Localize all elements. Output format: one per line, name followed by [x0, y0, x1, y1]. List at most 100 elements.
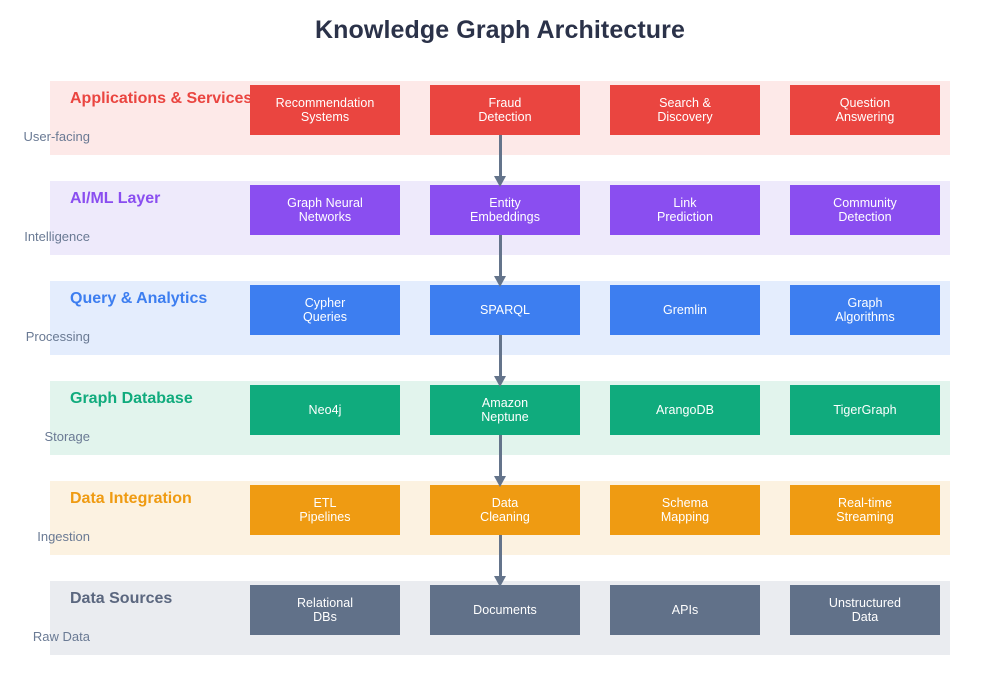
node-label-line: Community — [833, 196, 897, 210]
node-label-line: DBs — [313, 610, 337, 624]
node-label: SPARQL — [480, 303, 530, 317]
node-label-line: Detection — [478, 110, 532, 124]
node-label-line: SPARQL — [479, 303, 531, 317]
node-label-line: Unstructured — [828, 596, 902, 610]
layer-title-ai-ml-layer: AI/ML Layer — [70, 190, 161, 207]
node-label-line: Cleaning — [480, 510, 530, 524]
node-label-line: Cypher — [304, 296, 346, 310]
node-label-line: Real-time — [838, 496, 892, 510]
node-label-line: Recommendation — [275, 96, 375, 110]
arrow-shaft — [498, 135, 502, 177]
node-label-line: Systems — [300, 110, 350, 124]
node-label-line: Relational — [296, 596, 354, 610]
node-label-line: Graph — [847, 296, 883, 310]
layer-title-data-integration: Data Integration — [70, 490, 192, 507]
arrow-head-icon — [493, 476, 506, 487]
node-graph-database-0[interactable]: Neo4j — [250, 385, 400, 435]
arrow-shaft — [498, 435, 502, 477]
arrow-shaft — [498, 235, 502, 277]
node-label-line: Embeddings — [470, 210, 540, 224]
node-label: APIs — [672, 603, 699, 617]
page-title: Knowledge Graph Architecture — [315, 16, 685, 44]
node-label-line: Mapping — [660, 510, 710, 524]
node-label-line: Entity — [489, 196, 521, 210]
node-query-analytics-1[interactable]: SPARQL — [430, 285, 580, 335]
node-graph-database-2[interactable]: ArangoDB — [610, 385, 760, 435]
layer-title-applications-services: Applications & Services — [70, 90, 253, 107]
arrow-ai-ml-layer-to-query-analytics — [493, 235, 506, 287]
node-label-line: ETL — [313, 496, 337, 510]
arrow-data-integration-to-data-sources — [493, 535, 506, 587]
node-label-line: Discovery — [657, 110, 713, 124]
node-label-line: Search & — [659, 96, 711, 110]
layer-title-query-analytics: Query & Analytics — [70, 290, 208, 307]
layer-title-data-sources: Data Sources — [70, 590, 173, 607]
node-label: Search &Discovery — [657, 96, 712, 124]
node-label: Gremlin — [663, 303, 707, 317]
node-label-line: Networks — [298, 210, 352, 224]
node-graph-database-3[interactable]: TigerGraph — [790, 385, 940, 435]
arrow-applications-services-to-ai-ml-layer — [493, 135, 506, 187]
node-label-line: Queries — [302, 310, 348, 324]
arrow-shaft — [498, 335, 502, 377]
node-label-line: TigerGraph — [833, 403, 897, 417]
node-label-line: Data — [851, 610, 879, 624]
node-data-sources-2[interactable]: APIs — [610, 585, 760, 635]
node-label: ArangoDB — [656, 403, 714, 417]
node-label-line: Link — [673, 196, 697, 210]
node-label-line: Streaming — [836, 510, 894, 524]
arrow-query-analytics-to-graph-database — [493, 335, 506, 387]
node-label-line: Data — [491, 496, 519, 510]
node-label-line: Gremlin — [662, 303, 708, 317]
node-label-line: Neptune — [481, 410, 529, 424]
node-label-line: Graph Neural — [287, 196, 363, 210]
node-label-line: Prediction — [656, 210, 714, 224]
node-label-line: Documents — [473, 603, 537, 617]
node-label-line: Algorithms — [835, 310, 895, 324]
arrow-shaft — [498, 535, 502, 577]
arrow-head-icon — [493, 376, 506, 387]
node-query-analytics-2[interactable]: Gremlin — [610, 285, 760, 335]
node-label-line: Amazon — [481, 396, 529, 410]
layer-side-label-graph-database: Storage — [44, 429, 90, 444]
arrow-graph-database-to-data-integration — [493, 435, 506, 487]
node-label: Neo4j — [309, 403, 342, 417]
node-applications-services-2[interactable]: Search &Discovery — [610, 85, 760, 135]
node-label-line: Detection — [838, 210, 892, 224]
node-data-sources-1[interactable]: Documents — [430, 585, 580, 635]
layer-title-graph-database: Graph Database — [70, 390, 193, 407]
node-label-line: ArangoDB — [655, 403, 715, 417]
